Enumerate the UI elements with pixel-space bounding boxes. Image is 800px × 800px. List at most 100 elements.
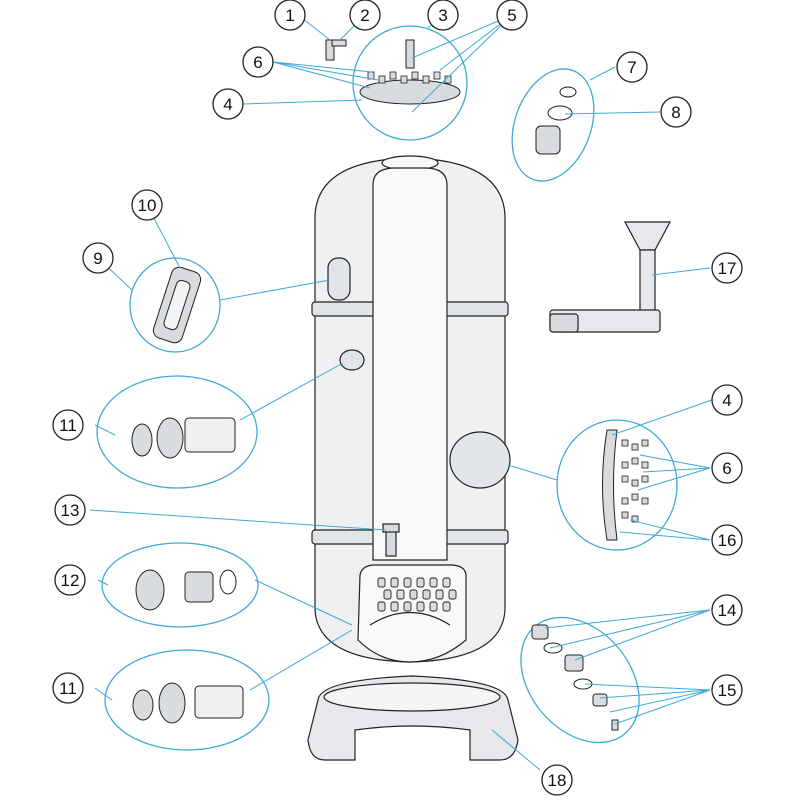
- callout-c4b: 4: [711, 384, 743, 416]
- callout-c3: 3: [427, 0, 459, 31]
- lid-nut: [422, 75, 430, 84]
- lid-nut: [378, 75, 386, 84]
- callout-circle: [54, 564, 86, 596]
- nozzle: [429, 601, 438, 612]
- sight-glass-opening: [327, 257, 351, 301]
- part-18-stand: [307, 675, 519, 761]
- nozzle: [409, 589, 418, 600]
- nozzle: [416, 577, 425, 588]
- lid-nut: [433, 71, 441, 80]
- callout-c6a: 6: [242, 46, 274, 78]
- manhole-nut: [621, 497, 629, 505]
- manhole-nut: [631, 493, 639, 501]
- nozzle: [403, 601, 412, 612]
- lid-nut: [389, 71, 397, 80]
- callout-circle: [711, 452, 743, 484]
- callout-circle: [660, 96, 692, 128]
- part-12-valve-bubble: [101, 542, 259, 628]
- part-5-lid-bolt: [405, 39, 415, 69]
- callout-c5: 5: [496, 0, 528, 31]
- nozzle: [435, 589, 444, 600]
- callout-number: 4: [223, 95, 232, 114]
- callout-circle: [711, 674, 743, 706]
- lid-nut: [411, 71, 419, 80]
- part-4-6-16-manhole-bubble: [556, 419, 678, 551]
- nozzle: [396, 589, 405, 600]
- manhole-opening: [449, 431, 511, 489]
- callout-c7: 7: [616, 51, 648, 83]
- callout-circle: [496, 0, 528, 31]
- manhole-nut: [621, 439, 629, 447]
- callout-c17: 17: [711, 252, 743, 284]
- tank-cutaway: [357, 167, 467, 663]
- callout-number: 6: [722, 459, 731, 478]
- callout-circle: [541, 764, 573, 796]
- callout-circle: [54, 494, 86, 526]
- manhole-nut: [621, 461, 629, 469]
- callout-c9: 9: [82, 242, 114, 274]
- manhole-nut: [631, 515, 639, 523]
- callout-number: 6: [253, 53, 262, 72]
- part-7-8-fitting-bubble: [511, 68, 595, 182]
- collector-arc: [369, 611, 451, 626]
- part-4-manhole-cover: [602, 429, 618, 541]
- callout-circle: [274, 0, 306, 31]
- side-port-upper: [339, 349, 365, 371]
- part-6-lid-nuts: [367, 71, 452, 84]
- nozzle: [416, 601, 425, 612]
- nozzle: [422, 589, 431, 600]
- callout-circle: [711, 524, 743, 556]
- part-8-gasket: [547, 105, 573, 121]
- manhole-nut: [641, 461, 649, 469]
- callout-c2: 2: [349, 0, 381, 31]
- callout-c11b: 11: [52, 672, 84, 704]
- callout-number: 4: [722, 391, 731, 410]
- part-6-16-nuts-bolts: [621, 439, 649, 523]
- callout-number: 3: [438, 6, 447, 25]
- part-1-2-air-valve: [325, 39, 347, 61]
- callout-circle: [131, 189, 163, 221]
- callout-number: 1: [285, 6, 294, 25]
- callout-c10: 10: [131, 189, 163, 221]
- manhole-nut: [621, 475, 629, 483]
- callout-number: 8: [671, 103, 680, 122]
- manhole-nut: [631, 443, 639, 451]
- part-3-lid-assembly: [352, 25, 468, 141]
- manhole-nut: [641, 439, 649, 447]
- callout-circle: [616, 51, 648, 83]
- callout-number: 11: [59, 679, 77, 698]
- callout-c8: 8: [660, 96, 692, 128]
- nozzle: [442, 601, 451, 612]
- cutaway-slot: [372, 167, 448, 561]
- callout-circle: [242, 46, 274, 78]
- callout-number: 5: [507, 6, 516, 25]
- cutaway-bottom: [357, 564, 467, 663]
- manhole-nut: [621, 511, 629, 519]
- part-11-lower-bubble: [104, 649, 270, 751]
- callout-circle: [711, 252, 743, 284]
- callout-circle: [52, 672, 84, 704]
- nozzle: [403, 577, 412, 588]
- nozzle: [390, 577, 399, 588]
- callout-circle: [212, 88, 244, 120]
- part-8-union: [535, 125, 561, 155]
- callout-c16: 16: [711, 524, 743, 556]
- callout-c6b: 6: [711, 452, 743, 484]
- manhole-nut: [631, 479, 639, 487]
- callout-number: 14: [718, 601, 737, 620]
- manhole-nut: [641, 475, 649, 483]
- nozzle: [377, 601, 386, 612]
- part-7-oring: [559, 86, 577, 98]
- callout-circle: [52, 409, 84, 441]
- callout-circle: [427, 0, 459, 31]
- part-13-valve-head: [382, 523, 400, 533]
- callout-circle: [82, 242, 114, 274]
- callout-c18: 18: [541, 764, 573, 796]
- part-9-10-sightglass-bubble: [129, 257, 221, 353]
- callout-number: 2: [360, 6, 369, 25]
- nozzle: [383, 589, 392, 600]
- callout-number: 17: [718, 259, 737, 278]
- callout-circle: [349, 0, 381, 31]
